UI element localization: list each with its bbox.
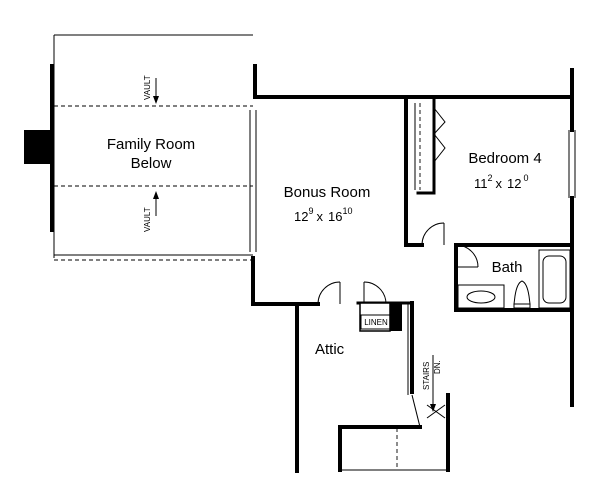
bedroom-label: Bedroom 4 bbox=[468, 150, 541, 167]
bonus-doors bbox=[317, 281, 387, 305]
linen-label: LINEN bbox=[364, 318, 388, 327]
toilet bbox=[513, 280, 531, 305]
fireplace bbox=[24, 130, 53, 164]
bonus-depth-in: 10 bbox=[342, 206, 352, 216]
attic-walls bbox=[295, 302, 450, 473]
stairs-label: STAIRS bbox=[422, 362, 431, 390]
bonus-width-ft: 12 bbox=[294, 209, 308, 224]
vault-arrow-top: VAULT bbox=[143, 75, 159, 104]
bath-fixtures bbox=[457, 249, 571, 309]
bonus-width-in: 9 bbox=[308, 206, 313, 216]
vanity bbox=[457, 284, 505, 309]
bedroom-width-in: 2 bbox=[488, 173, 493, 183]
bathtub bbox=[538, 249, 571, 309]
sink bbox=[466, 290, 496, 304]
hall-door bbox=[421, 222, 445, 246]
bath-label: Bath bbox=[492, 259, 523, 276]
bonus-dim-separator: x bbox=[316, 209, 323, 224]
vault-label-top: VAULT bbox=[143, 75, 152, 100]
bedroom-depth-in: 0 bbox=[523, 173, 528, 183]
attic-label: Attic bbox=[315, 341, 345, 358]
linen-closet: LINEN bbox=[359, 302, 402, 332]
bedroom-depth-ft: 12 bbox=[507, 176, 521, 191]
family-room-below-label: Below bbox=[131, 155, 172, 172]
bedroom-width-ft: 11 bbox=[474, 176, 488, 191]
bonus-room-label: Bonus Room bbox=[284, 184, 371, 201]
bonus-room-walls bbox=[251, 95, 424, 306]
bedroom-dim-separator: x bbox=[496, 176, 503, 191]
family-room-below-area bbox=[24, 34, 257, 261]
family-room-label: Family Room bbox=[107, 136, 195, 153]
bonus-depth-ft: 16 bbox=[328, 209, 342, 224]
bedroom-walls bbox=[404, 68, 576, 407]
vault-arrow-bottom: VAULT bbox=[143, 191, 159, 232]
bathtub-basin bbox=[542, 255, 567, 304]
closet bbox=[414, 95, 446, 195]
vault-label-bottom: VAULT bbox=[143, 207, 152, 232]
bath-walls bbox=[454, 243, 574, 312]
stairs: STAIRS DN. bbox=[422, 355, 446, 419]
stairs-down-label: DN. bbox=[433, 360, 442, 374]
